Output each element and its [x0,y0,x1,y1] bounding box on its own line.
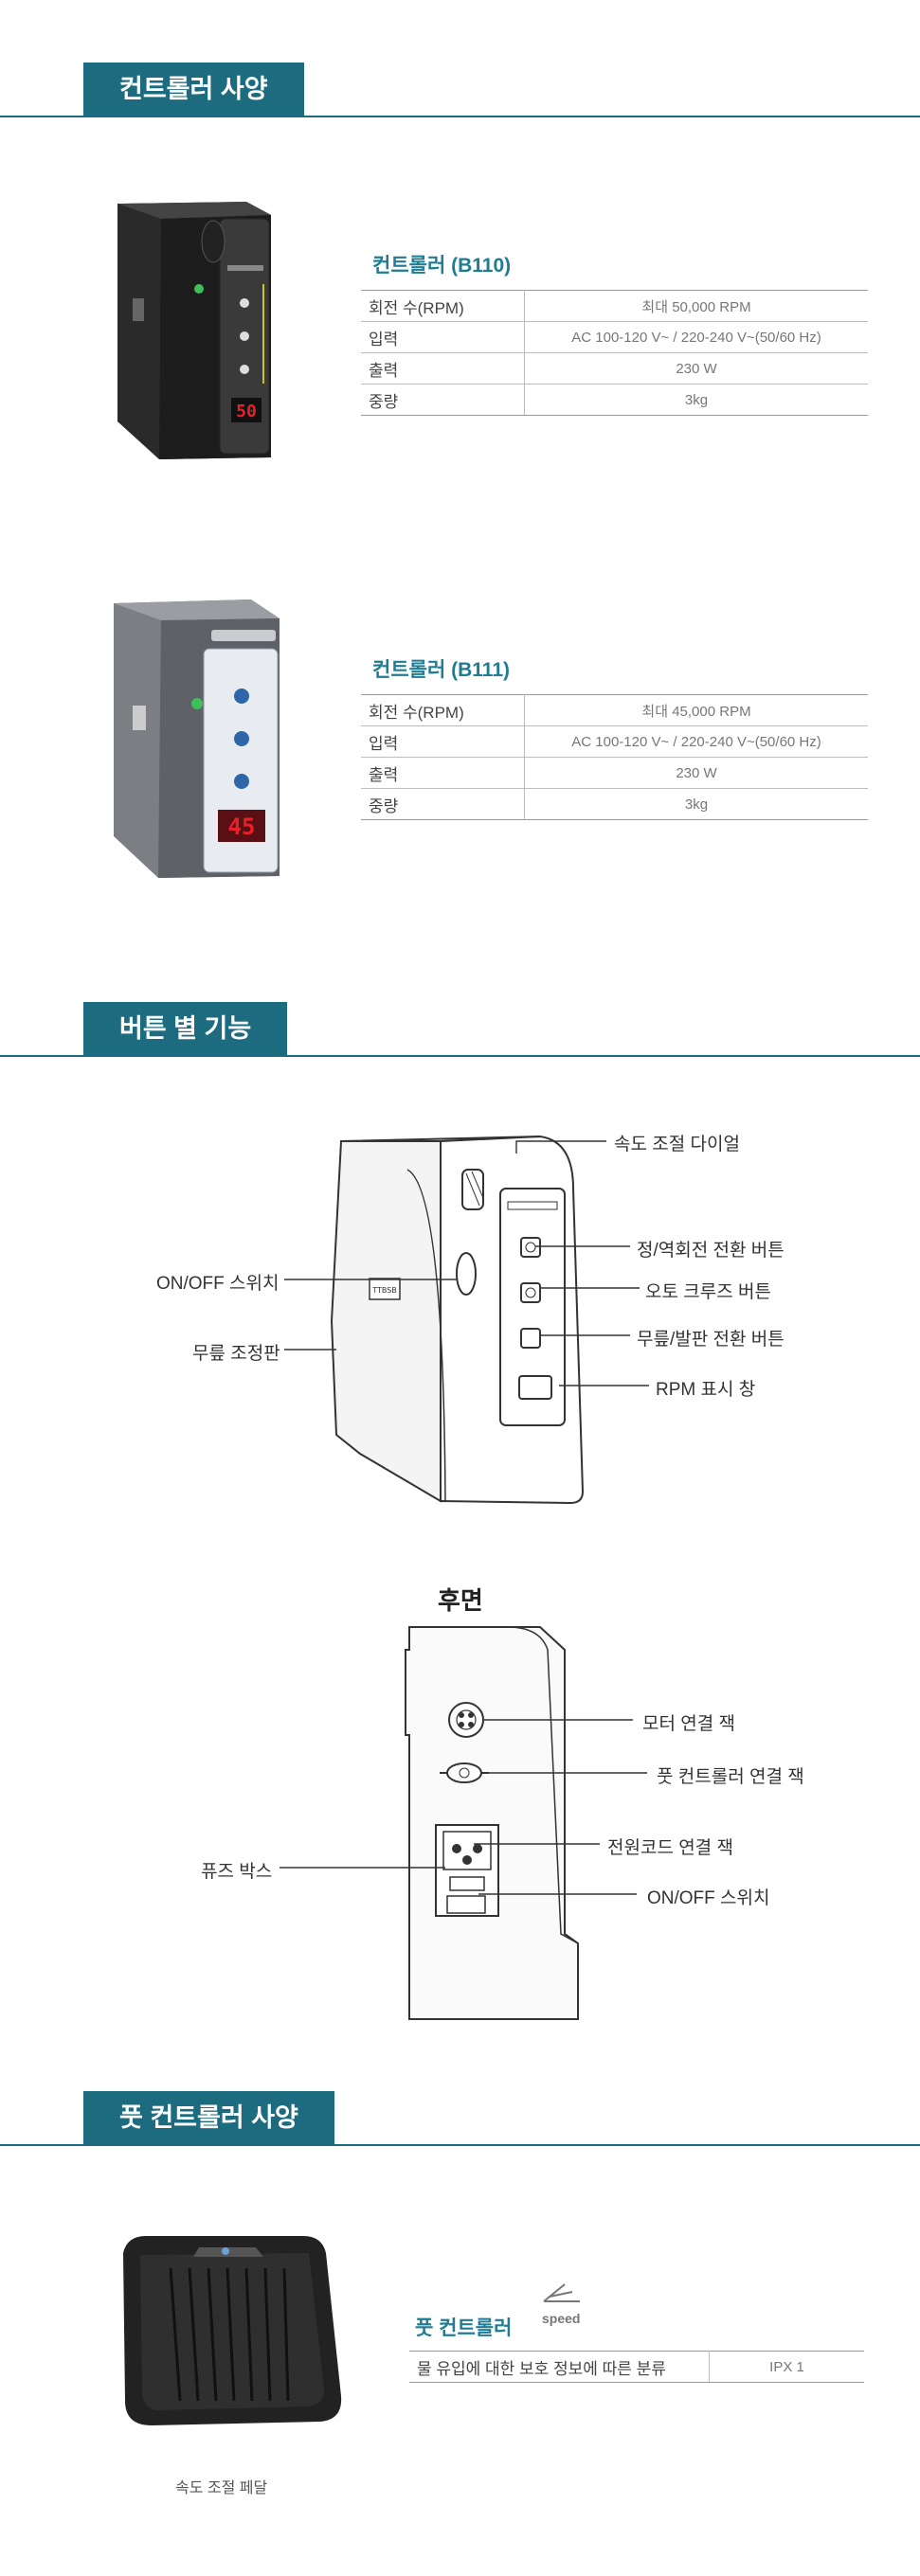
spec-key: 회전 수(RPM) [361,290,525,322]
b111-rpm-display: 45 [228,814,256,840]
svg-text:TTBSB: TTBSB [371,1286,397,1295]
rear-diagram-title: 후면 [438,1586,483,1615]
spec-key: 회전 수(RPM) [361,694,525,726]
label-motor-jack: 모터 연결 잭 [642,1714,735,1734]
section-divider [0,1055,920,1057]
section-title: 버튼 별 기능 [83,1002,288,1055]
spec-key: 중량 [361,788,525,820]
rear-diagram-drawing [405,1626,579,2020]
b110-rpm-display: 50 [236,402,257,421]
spec-value: 3kg [524,788,868,820]
table-row: 회전 수(RPM)최대 50,000 RPM [361,290,868,322]
controller-b111-image: 45 [114,599,280,878]
spec-value: IPX 1 [709,2351,864,2383]
spec-key: 물 유입에 대한 보호 정보에 따른 분류 [409,2351,710,2383]
section-header-button-functions: 버튼 별 기능 [0,1002,920,1063]
section-divider [0,116,920,117]
controller-b110-image: 50 [117,202,271,459]
label-auto-cruise-button: 오토 크루즈 버튼 [645,1282,771,1302]
spec-key: 중량 [361,384,525,416]
rear-diagram-leaders [280,1719,647,1895]
section-divider [0,2144,920,2146]
speed-icon-label: speed [542,2311,581,2326]
spec-key: 출력 [361,352,525,385]
label-fuse-box: 퓨즈 박스 [201,1862,273,1882]
foot-pedal-image [123,2236,342,2425]
spec-value: 230 W [524,352,868,385]
spec-key: 출력 [361,757,525,789]
section-header-controller-specs: 컨트롤러 사양 [0,63,920,123]
spec-value: AC 100-120 V~ / 220-240 V~(50/60 Hz) [524,725,868,758]
spec-key: 입력 [361,321,525,353]
spec-value: 최대 50,000 RPM [524,290,868,322]
table-row: 물 유입에 대한 보호 정보에 따른 분류 IPX 1 [409,2351,864,2383]
section-header-foot-specs: 풋 컨트롤러 사양 [0,2091,920,2152]
foot-pedal-caption: 속도 조절 페달 [175,2480,268,2496]
spec-key: 입력 [361,725,525,758]
front-diagram-drawing: TTBSB [330,1135,585,1505]
spec-title-b110: 컨트롤러 (B110) [372,255,512,277]
label-foot-controller-jack: 풋 컨트롤러 연결 잭 [657,1767,804,1787]
label-power-cord-jack: 전원코드 연결 잭 [607,1838,733,1858]
speed-icon [543,2283,580,2302]
spec-value: 230 W [524,757,868,789]
spec-title-foot: 풋 컨트롤러 [415,2317,513,2339]
label-direction-button: 정/역회전 전환 버튼 [637,1241,785,1261]
section-title: 풋 컨트롤러 사양 [83,2091,334,2144]
table-row: 회전 수(RPM)최대 45,000 RPM [361,694,868,726]
spec-value: 3kg [524,384,868,416]
front-diagram-leaders [284,1140,649,1386]
spec-title-b111: 컨트롤러 (B111) [372,659,510,681]
label-speed-dial: 속도 조절 다이얼 [614,1135,740,1154]
spec-value: 최대 45,000 RPM [524,694,868,726]
label-knee-panel: 무릎 조정판 [192,1344,280,1364]
label-knee-foot-button: 무릎/발판 전환 버튼 [637,1330,785,1350]
label-rear-on-off-switch: ON/OFF 스위치 [647,1888,770,1908]
label-on-off-switch: ON/OFF 스위치 [156,1274,280,1294]
label-rpm-window: RPM 표시 창 [656,1380,756,1400]
spec-table-foot: 물 유입에 대한 보호 정보에 따른 분류 IPX 1 [409,2351,864,2383]
spec-value: AC 100-120 V~ / 220-240 V~(50/60 Hz) [524,321,868,353]
section-title: 컨트롤러 사양 [83,63,304,116]
